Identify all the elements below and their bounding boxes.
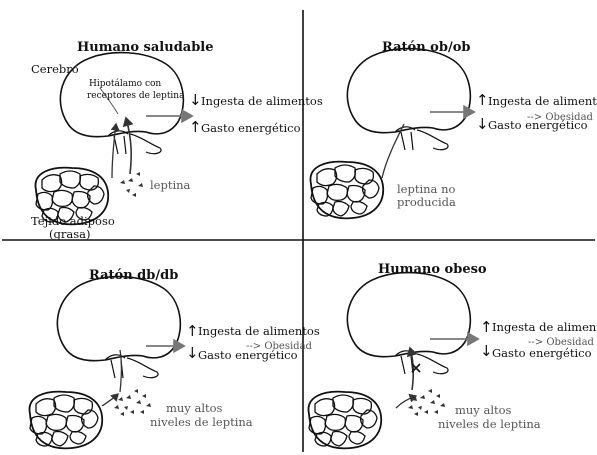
adipose-tissue-label-line2: (grasa) xyxy=(49,227,91,241)
dashed-arrow-icon: --> xyxy=(527,112,546,123)
leptin-dots-br xyxy=(408,389,445,416)
high-leptin-label-br-line2: niveles de leptina xyxy=(438,417,541,431)
brain-drawing-tr xyxy=(346,47,472,151)
high-leptin-label-bl-line1: muy altos xyxy=(166,401,223,415)
arrow-up-icon: ↑ xyxy=(189,118,202,136)
panel-title-obese-human: Humano obeso xyxy=(378,262,487,277)
leptin-label: leptina xyxy=(150,178,191,192)
high-leptin-label-br-line1: muy altos xyxy=(455,403,512,417)
fat-tissue-tr xyxy=(309,160,385,220)
arrow-down-icon: ↓ xyxy=(186,344,199,362)
leptin-path-bl xyxy=(119,349,123,393)
obesity-outcome-bl: --> Obesidad xyxy=(246,341,312,352)
leptin-path-tl xyxy=(122,116,134,175)
blocked-signal-mark xyxy=(411,363,421,373)
arrow-down-icon: ↓ xyxy=(476,115,489,133)
obesity-label-bl: Obesidad xyxy=(264,341,312,352)
food-intake-label-tr: Ingesta de alimentos xyxy=(488,94,597,108)
hypothalamus-label-line1: Hipotálamo con xyxy=(89,79,162,89)
panel-title-ob-ob-mouse: Ratón ob/ob xyxy=(382,40,471,55)
arrow-up-icon: ↑ xyxy=(480,318,493,336)
energy-expenditure-label-bl: Gasto energético xyxy=(198,348,298,362)
leptin-path-tr xyxy=(381,123,405,179)
brain-label: Cerebro xyxy=(31,62,79,76)
leptin-dots-bl xyxy=(114,389,151,416)
dashed-arrow-icon: --> xyxy=(528,337,547,348)
food-intake-label-br: Ingesta de alimentos xyxy=(492,320,597,334)
fat-tissue-br xyxy=(307,390,383,450)
hypothalamus-label-line2: receptores de leptina xyxy=(87,91,185,101)
food-intake-label-bl: Ingesta de alimentos xyxy=(198,324,320,338)
obesity-outcome-tr: --> Obesidad xyxy=(527,112,593,123)
obesity-label-br: Obesidad xyxy=(546,337,594,348)
leptin-dots-tl xyxy=(120,172,143,197)
brain-drawing-br xyxy=(346,271,472,375)
dashed-arrow-icon: --> xyxy=(246,341,265,352)
energy-expenditure-label-tl: Gasto energético xyxy=(201,121,301,135)
energy-expenditure-label-tr: Gasto energético xyxy=(488,118,588,132)
no-leptin-label-line2: producida xyxy=(397,195,456,209)
fat-tissue-bl xyxy=(28,390,104,450)
arrow-up-icon: ↑ xyxy=(186,322,199,340)
arrow-up-icon: ↑ xyxy=(476,91,489,109)
high-leptin-label-bl-line2: niveles de leptina xyxy=(150,415,253,429)
leptin-path-br xyxy=(406,346,418,391)
brain-drawing-bl xyxy=(56,275,182,379)
arrow-down-icon: ↓ xyxy=(480,342,493,360)
energy-expenditure-label-br: Gasto energético xyxy=(492,346,592,360)
obesity-label-tr: Obesidad xyxy=(545,112,593,123)
obesity-outcome-br: --> Obesidad xyxy=(528,337,594,348)
panel-title-db-db-mouse: Ratón db/db xyxy=(89,268,179,283)
arrow-down-icon: ↓ xyxy=(189,91,202,109)
no-leptin-label-line1: leptina no xyxy=(397,182,456,196)
adipose-tissue-label-line1: Tejido adiposo xyxy=(31,214,115,228)
panel-title-healthy-human: Humano saludable xyxy=(77,40,214,55)
food-intake-label-tl: Ingesta de alimentos xyxy=(201,94,323,108)
